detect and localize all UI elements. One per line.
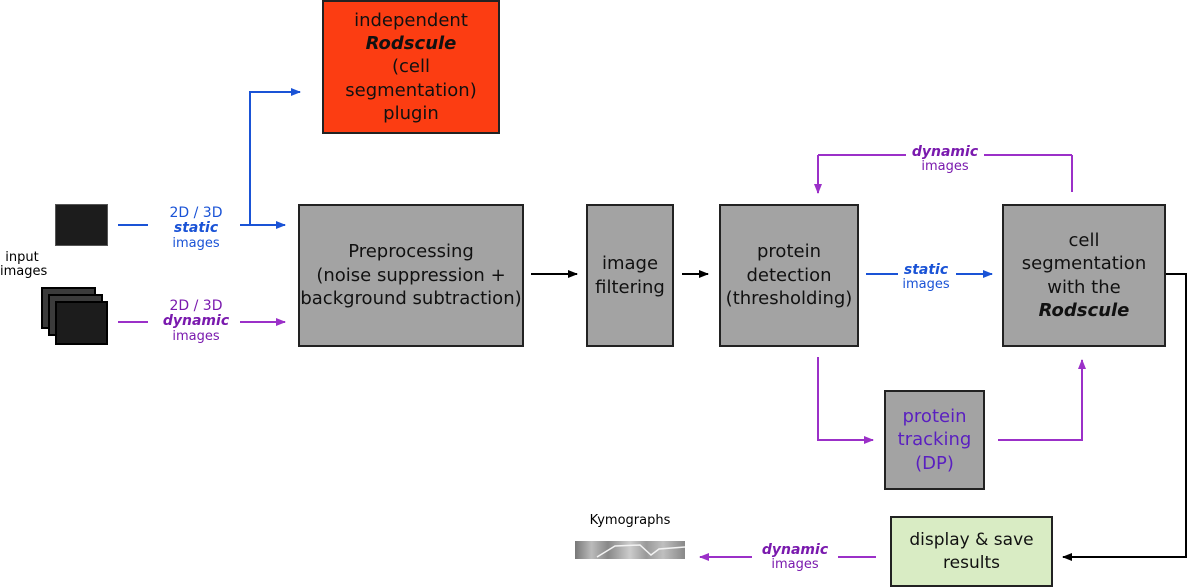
image-filtering-box: image filtering	[586, 204, 674, 347]
kymograph-image	[575, 541, 686, 559]
kymograph-trace	[596, 544, 686, 558]
input-static-label: 2D / 3D static images	[169, 205, 223, 251]
detection-to-tracking-arrow	[817, 357, 874, 444]
dynamic-feedback-label: dynamic images	[911, 144, 979, 175]
display-save-box: display & save results	[890, 516, 1053, 587]
protein-detection-box: protein detection (thresholding)	[719, 204, 859, 347]
dynamic-output-label: dynamic images	[761, 542, 829, 573]
input-images-label: input images	[0, 250, 48, 280]
dynamic-image-stack-front	[55, 301, 108, 345]
cell-segmentation-box: cell segmentation with the Rodscule	[1002, 204, 1166, 347]
rodscule-plugin-box: independent Rodscule (cell segmentation)…	[322, 0, 500, 134]
static-image-thumbnail	[55, 204, 108, 246]
tracking-to-segmentation-arrow	[998, 359, 1086, 441]
static-to-plugin-arrow	[249, 88, 301, 225]
segmentation-to-display-arrow	[1062, 273, 1187, 561]
kymographs-label: Kymographs	[589, 513, 671, 528]
protein-tracking-box: protein tracking (DP)	[884, 390, 985, 490]
input-dynamic-label: 2D / 3D dynamic images	[162, 298, 230, 344]
static-images-label: static images	[902, 262, 950, 293]
preprocessing-box: Preprocessing (noise suppression + backg…	[298, 204, 524, 347]
